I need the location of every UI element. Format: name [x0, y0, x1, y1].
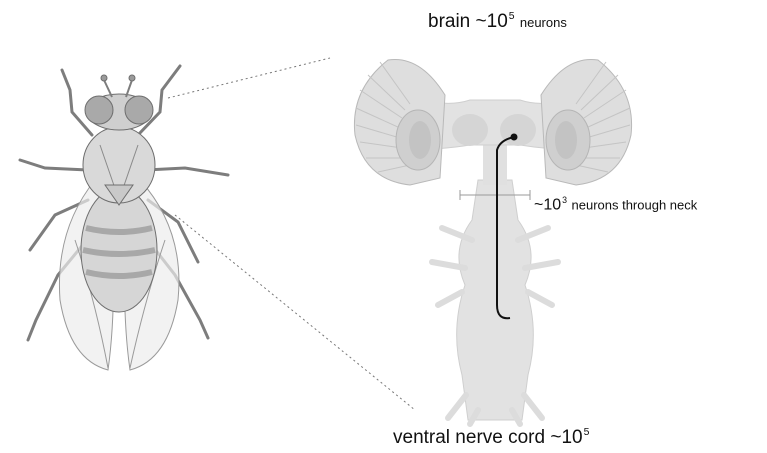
vnc-label-name: ventral nerve cord — [393, 427, 545, 448]
fly-right-eye — [125, 96, 153, 124]
right-optic-lobe — [541, 59, 632, 185]
neck-connective — [483, 140, 507, 185]
neck-label: ~103 neurons through neck — [534, 196, 697, 214]
brain-label-name: brain — [428, 11, 470, 32]
ventral-nerve-cord — [457, 180, 534, 420]
vnc-label-exponent: 5 — [584, 427, 590, 438]
vnc-label-prefix: ~10 — [550, 427, 582, 448]
vnc-label: ventral nerve cord ~105 — [393, 428, 589, 447]
fruit-fly-illustration — [20, 66, 228, 370]
brain-label-suffix: neurons — [520, 15, 567, 30]
brain-label: brain ~105 neurons — [428, 12, 567, 31]
left-optic-lobe — [354, 59, 445, 185]
brain-label-prefix: ~10 — [476, 11, 508, 32]
neck-label-exponent: 3 — [562, 195, 567, 205]
fly-left-eye — [85, 96, 113, 124]
neuron-soma — [511, 134, 518, 141]
brain-label-exponent: 5 — [509, 11, 515, 22]
central-nervous-system — [354, 59, 631, 424]
neck-label-suffix: neurons through neck — [572, 198, 698, 213]
neck-label-prefix: ~10 — [534, 197, 561, 214]
